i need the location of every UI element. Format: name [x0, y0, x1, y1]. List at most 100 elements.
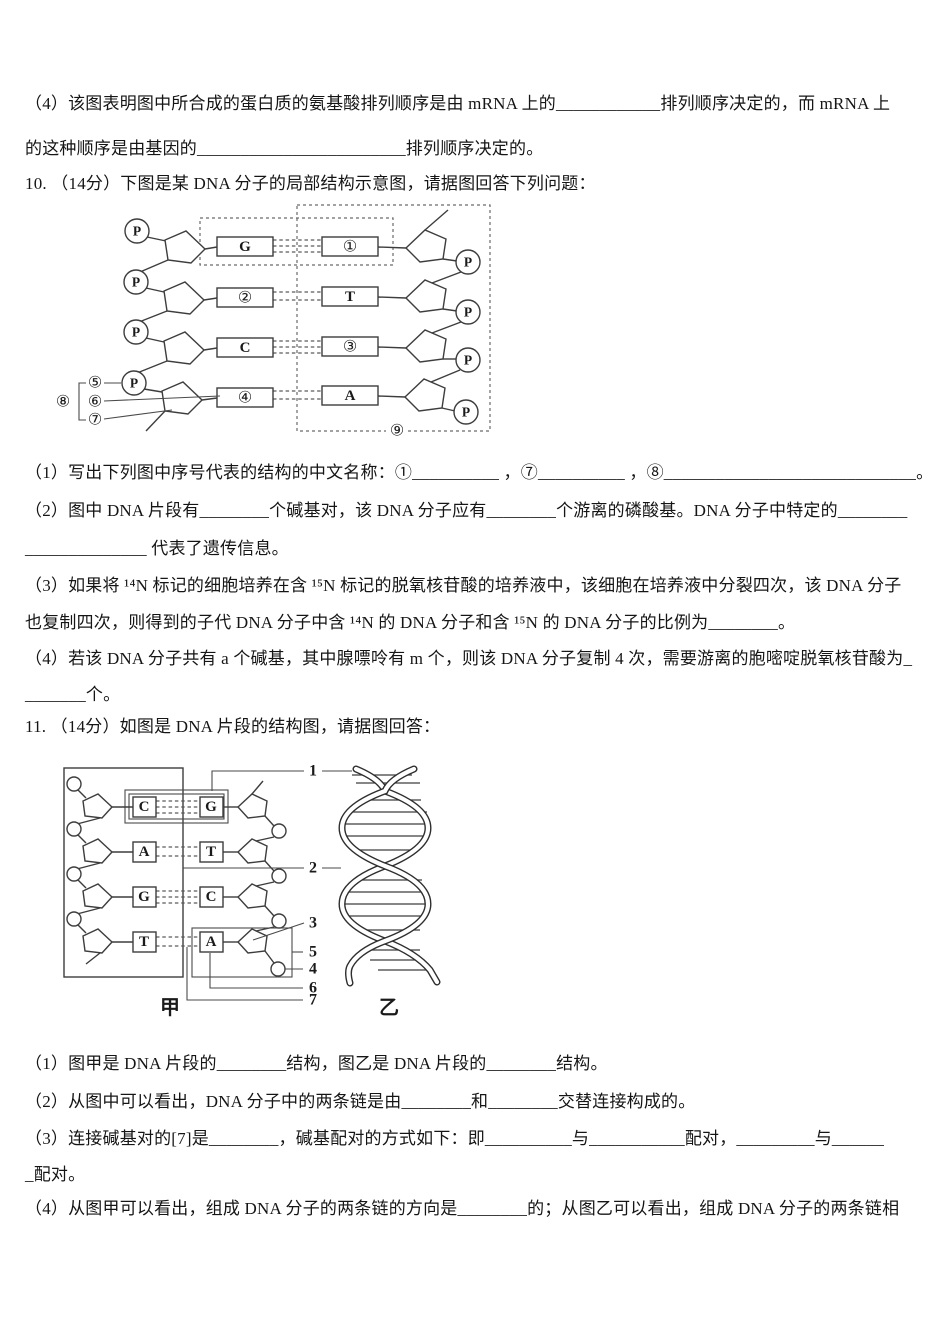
- phosphate-icon: [271, 868, 287, 884]
- deoxyribose-icon: [82, 883, 113, 909]
- strand-continuation-stub: [85, 952, 101, 965]
- base-box: [132, 841, 157, 863]
- base-label: A: [206, 934, 217, 950]
- base-label: A: [139, 844, 150, 860]
- jia-hydrogen-bonds: [156, 800, 200, 947]
- phosphate-label: P: [464, 255, 472, 270]
- q10-line-7: _______个。: [25, 685, 121, 704]
- deoxyribose-icon: [82, 793, 113, 819]
- base-box: [199, 841, 224, 863]
- q11-line-1: （1）图甲是 DNA 片段的________结构，图乙是 DNA 片段的____…: [25, 1054, 608, 1073]
- callout-2: 2: [309, 860, 317, 877]
- base-label: T: [206, 844, 216, 860]
- base-box: [321, 336, 379, 357]
- dashed-box-right-strand: [296, 204, 491, 432]
- dna-fragment-diagram-q11: C A G T: [63, 763, 441, 1019]
- deoxyribose-icon: [82, 928, 113, 954]
- phosphate-icon: [271, 823, 287, 839]
- phosphate-icon: [66, 911, 82, 927]
- q9-line1: （4）该图表明图中所合成的蛋白质的氨基酸排列顺序是由 mRNA 上的______…: [25, 94, 891, 113]
- base-label: A: [345, 388, 356, 404]
- base-label: G: [239, 239, 251, 255]
- phosphate-icon: [124, 218, 150, 244]
- deoxyribose-icon: [163, 281, 206, 315]
- base-box: [216, 337, 274, 358]
- deoxyribose-icon: [404, 229, 447, 263]
- q10-line-6: （4）若该 DNA 分子共有 a 个碱基，其中腺嘌呤有 m 个，则该 DNA 分…: [25, 649, 913, 668]
- base-box: [199, 931, 224, 953]
- base-label: C: [240, 340, 251, 356]
- deoxyribose-icon: [237, 838, 268, 864]
- q11-line-4: _配对。: [25, 1165, 86, 1184]
- q10-line-1: （1）写出下列图中序号代表的结构的中文名称：①__________ ，⑦____…: [25, 463, 934, 482]
- deoxyribose-icon: [237, 928, 268, 954]
- jia-right-strand: G T C A: [199, 780, 287, 977]
- q10-line-2: （2）图中 DNA 片段有________个碱基对，该 DNA 分子应有____…: [25, 501, 908, 520]
- phosphate-icon: [455, 249, 481, 275]
- phosphate-icon: [270, 961, 286, 977]
- base-label: C: [139, 799, 150, 815]
- callout-6: 6: [309, 980, 317, 997]
- q9-line2: 的这种顺序是由基因的________________________排列顺序决定…: [25, 139, 544, 158]
- double-helix: [338, 765, 441, 987]
- base-box: [199, 886, 224, 908]
- right-strand: P P P P ① T ③ A: [321, 209, 481, 425]
- callouts: ⑤ ⑥ ⑦ ⑧ ⑨: [56, 375, 408, 440]
- left-strand: P P P P G ② C ④: [121, 218, 274, 432]
- phosphate-label: P: [133, 224, 141, 239]
- callout-5: 5: [309, 944, 317, 961]
- deoxyribose-icon: [404, 329, 447, 363]
- deoxyribose-icon: [404, 279, 447, 313]
- phosphate-icon: [123, 269, 149, 295]
- callout-5: ⑤: [88, 375, 102, 392]
- base-box: [321, 385, 379, 406]
- deoxyribose-icon: [403, 378, 446, 412]
- base-box: [199, 796, 224, 818]
- q10-line-3: ______________ 代表了遗传信息。: [25, 539, 289, 558]
- base-box: [132, 931, 157, 953]
- base-box: [216, 236, 274, 257]
- deoxyribose-icon: [163, 331, 206, 365]
- phosphate-icon: [455, 347, 481, 373]
- callout-bracket: [78, 382, 86, 421]
- base-label: ②: [238, 290, 252, 307]
- base-box: [132, 796, 157, 818]
- callout-7: 7: [309, 992, 317, 1009]
- q10-line-5: 也复制四次，则得到的子代 DNA 分子中含 ¹⁴N 的 DNA 分子和含 ¹⁵N…: [25, 613, 796, 632]
- q10-header: 10. （14分）下图是某 DNA 分子的局部结构示意图，请据图回答下列问题：: [25, 174, 596, 193]
- callout-1: 1: [309, 763, 317, 780]
- phosphate-icon: [455, 299, 481, 325]
- callout-8: ⑧: [56, 394, 70, 411]
- base-label: C: [206, 889, 217, 905]
- jia-callouts: 1 2 3 5 4 6 7: [183, 763, 352, 1009]
- q11-line-2: （2）从图中可以看出，DNA 分子中的两条链是由________和_______…: [25, 1092, 696, 1111]
- base-box: [216, 287, 274, 308]
- strand-continuation-stub: [251, 780, 264, 795]
- base-label: G: [205, 799, 217, 815]
- q11-header: 11. （14分）如图是 DNA 片段的结构图，请据图回答：: [25, 717, 441, 736]
- phosphate-icon: [66, 776, 82, 792]
- deoxyribose-icon: [237, 793, 268, 819]
- strand-continuation-stub: [424, 209, 449, 231]
- yi-caption: 乙: [379, 997, 399, 1019]
- base-box: [132, 886, 157, 908]
- phosphate-icon: [121, 370, 147, 396]
- phosphate-icon: [123, 319, 149, 345]
- deoxyribose-icon: [164, 230, 207, 264]
- q10-line-4: （3）如果将 ¹⁴N 标记的细胞培养在含 ¹⁵N 标记的脱氧核苷酸的培养液中，该…: [25, 576, 902, 595]
- callout-9-backing: [386, 422, 408, 440]
- phosphate-label: P: [132, 325, 140, 340]
- phosphate-icon: [66, 821, 82, 837]
- base-label: G: [138, 889, 150, 905]
- phosphate-icon: [271, 913, 287, 929]
- callout-6: ⑥: [88, 394, 102, 411]
- phosphate-icon: [453, 399, 479, 425]
- hydrogen-bonds: [273, 239, 322, 400]
- jia-left-strand: C A G T: [66, 776, 157, 965]
- phosphate-label: P: [462, 405, 470, 420]
- phosphate-label: P: [130, 376, 138, 391]
- phosphate-label: P: [132, 275, 140, 290]
- q11-line-5: （4）从图甲可以看出，组成 DNA 分子的两条链的方向是________的；从图…: [25, 1199, 900, 1218]
- base-label: ③: [343, 339, 357, 356]
